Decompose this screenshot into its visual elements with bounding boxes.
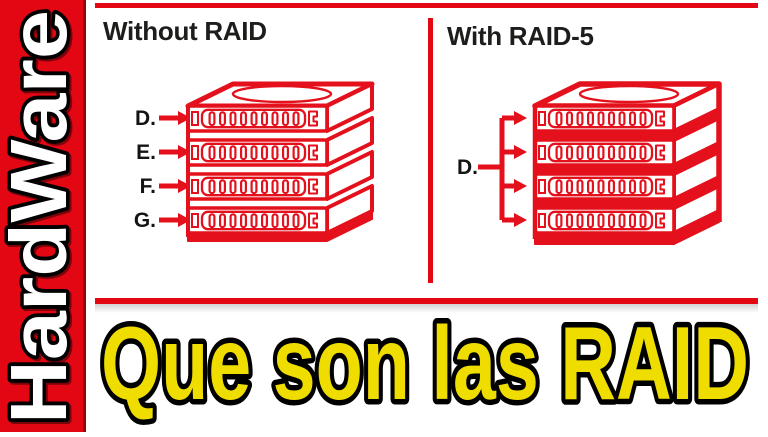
- shared-drive-label: D.: [457, 156, 478, 179]
- bottom-rule-shadow: [95, 304, 758, 313]
- brand-logo: HardWare: [0, 7, 87, 428]
- drive-arrow-icons: [159, 111, 191, 227]
- drive-label-e: E.: [136, 141, 156, 164]
- top-rule: [95, 3, 758, 8]
- video-title-text: Que son las RAID: [101, 306, 749, 422]
- right-panel-title: With RAID-5: [447, 21, 594, 51]
- disk-stack-illustration: [532, 81, 722, 245]
- shared-drive-arrow-icons: [478, 111, 527, 227]
- bottom-rule: [95, 298, 758, 304]
- drive-label-g: G.: [134, 209, 156, 232]
- drive-label-d: D.: [135, 107, 156, 130]
- brand-sidebar: HardWare: [0, 0, 87, 432]
- brand-logo-text: HardWare: [0, 10, 83, 424]
- left-panel-title: Without RAID: [103, 16, 267, 46]
- diagram-without-raid: D. E. F. G.: [128, 72, 400, 270]
- drive-label-f: F.: [140, 175, 156, 198]
- disk-stack-illustration: [185, 81, 375, 242]
- diagram-with-raid5: D.: [452, 72, 744, 270]
- video-title: Que son las RAID: [95, 301, 757, 430]
- panel-divider: [428, 18, 433, 283]
